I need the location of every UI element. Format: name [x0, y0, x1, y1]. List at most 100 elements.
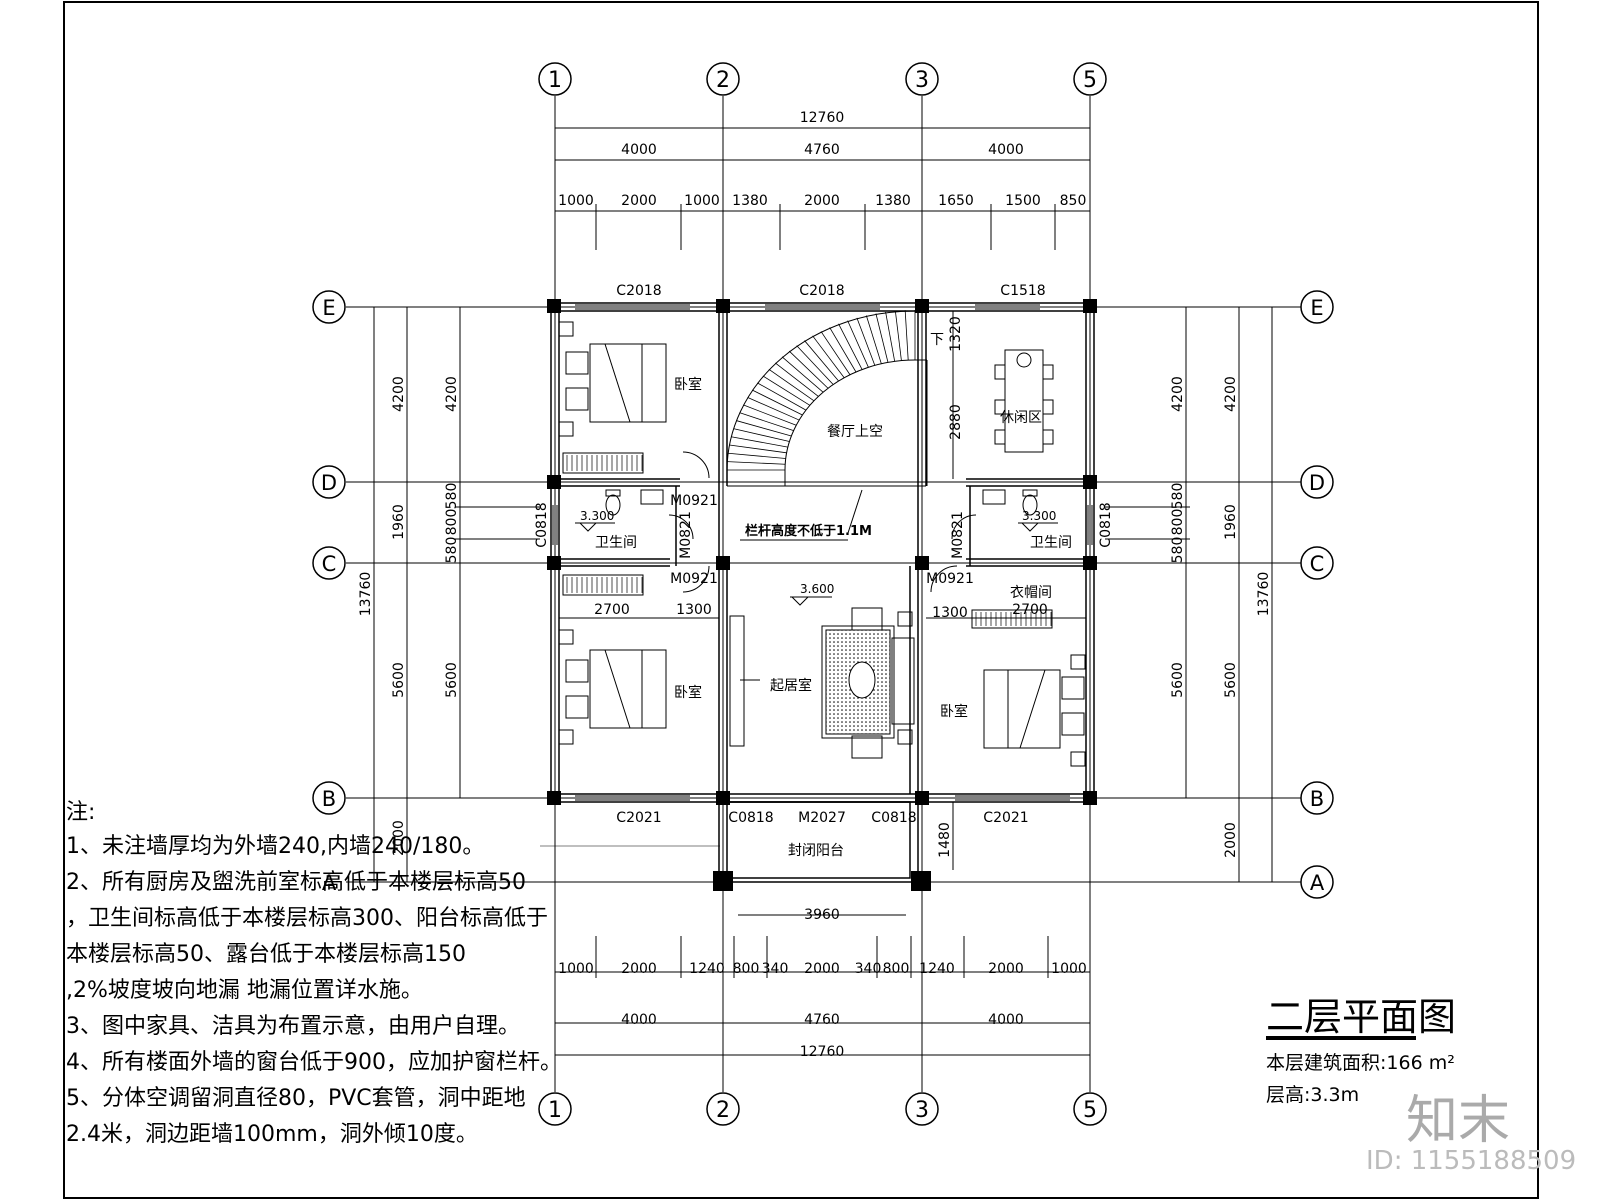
- room-bedroom-sw: 卧室: [674, 684, 702, 701]
- stair-tread: [894, 310, 902, 361]
- sanitary-fixtures: [605, 489, 1038, 516]
- dim-top-d2: 2000: [621, 193, 657, 209]
- grid-label-right-b: B: [1310, 787, 1324, 811]
- dim-top-d5: 2000: [804, 193, 840, 209]
- dim-left-inner-4: 580: [444, 537, 460, 564]
- grid-label-top-3: 3: [915, 68, 929, 93]
- stair-tread: [812, 335, 845, 378]
- dim-top-d4: 1380: [732, 193, 768, 209]
- dim-left-total: 13760: [358, 572, 374, 617]
- leisure-table: [994, 349, 1054, 453]
- dim-left-inner-5: 5600: [444, 662, 460, 698]
- note-line-3: ，卫生间标高低于本楼层标高300、阳台标高低于: [66, 906, 548, 931]
- spiral-stair: [726, 310, 928, 487]
- dimension-text-bottom: 3960 1000 2000 1240 800 340 2000 340 800…: [558, 907, 1087, 1060]
- window-tags: C2018 C2018 C1518 C2021 C0818 M2027 C081…: [534, 283, 1114, 826]
- note-line-5: ,2%坡度坡向地漏 地漏位置详水施。: [66, 978, 423, 1003]
- room-dining-void: 餐厅上空: [827, 424, 883, 440]
- window-tag-c1518: C1518: [1000, 283, 1045, 299]
- stair-tread: [743, 404, 797, 426]
- stair-tread: [838, 323, 863, 370]
- room-wc-left: 卫生间: [595, 535, 637, 551]
- dim-left-outer-3: 5600: [391, 662, 407, 698]
- level-symbols: [575, 522, 1058, 606]
- floor-area: 本层建筑面积:166 m²: [1266, 1052, 1455, 1074]
- drawing-title: 二层平面图: [1266, 995, 1457, 1039]
- dim-bottom-bay-2: 4760: [804, 1012, 840, 1028]
- bed-sw: [558, 629, 667, 745]
- wc-left-level: 3.300: [580, 509, 614, 523]
- dim-bottom-d3: 1240: [689, 961, 725, 977]
- grid-label-left-e: E: [322, 296, 335, 320]
- image-id-watermark: ID: 1155188509: [1366, 1146, 1577, 1176]
- door-tag-m0821-a: M0821: [678, 511, 694, 559]
- dim-stair-2880: 2880: [948, 404, 964, 440]
- wardrobe-hangers: [566, 455, 1052, 626]
- dim-top-d7: 1650: [938, 193, 974, 209]
- note-line-1: 1、未注墙厚均为外墙240,内墙240/180。: [66, 834, 485, 859]
- stair-tread: [796, 345, 834, 385]
- grid-label-top-2: 2: [716, 68, 730, 93]
- stair-tread: [847, 320, 869, 368]
- grid-label-left-b: B: [322, 787, 336, 811]
- grid-bubbles-top: 1 2 3 5: [538, 62, 1107, 96]
- door-swings: [668, 451, 977, 593]
- dim-top-d8: 1500: [1005, 193, 1041, 209]
- grid-bubbles-left: E D C B A: [312, 290, 346, 895]
- room-bedroom-nw: 卧室: [674, 376, 702, 393]
- stair-tread: [736, 420, 792, 437]
- dim-right-outer-3: 5600: [1223, 662, 1239, 698]
- dim-bed-sw-1300: 1300: [676, 602, 712, 618]
- dim-top-bay-1: 4000: [621, 142, 657, 158]
- door-tag-m0921-c: M0921: [926, 571, 974, 587]
- stair-tread: [829, 327, 857, 373]
- stair-tread: [729, 444, 787, 454]
- dim-right-inner-5: 5600: [1170, 662, 1186, 698]
- stair-tread: [768, 368, 815, 402]
- dimension-lines-sides: [373, 307, 1273, 882]
- grid-label-right-e: E: [1310, 296, 1323, 320]
- dimension-text-left: 13760 4200 1960 5600 2000 4200 580 800 5…: [358, 376, 460, 856]
- stair-tread: [781, 356, 824, 393]
- room-wc-right: 卫生间: [1030, 535, 1072, 551]
- stair-tread: [875, 313, 889, 363]
- dim-bottom-d6: 2000: [804, 961, 840, 977]
- window-tag-c2018-a: C2018: [616, 283, 661, 299]
- grid-label-left-c: C: [322, 552, 337, 576]
- stair-tread: [727, 452, 786, 459]
- dim-left-outer-2: 1960: [391, 504, 407, 540]
- stair-tread: [904, 310, 909, 361]
- dim-bottom-d11: 1000: [1051, 961, 1087, 977]
- dim-balcony-1480: 1480: [937, 822, 953, 858]
- stair-tread: [747, 396, 800, 421]
- grid-bubbles-bottom: 1 2 3 5: [538, 1092, 1107, 1126]
- room-labels: 卧室 餐厅上空 休闲区 卫生间 卫生间 3.300 3.300 起居室 3.60…: [580, 376, 1072, 859]
- note-line-7: 4、所有楼面外墙的窗台低于900，应加护窗栏杆。: [66, 1050, 562, 1075]
- stair-tread: [739, 412, 794, 431]
- dim-bed-se-1300: 1300: [932, 605, 968, 621]
- dimension-lines-top: [555, 127, 1090, 250]
- wc-right-level: 3.300: [1022, 509, 1056, 523]
- dim-left-outer-4: 2000: [391, 820, 407, 856]
- dim-right-inner-1: 4200: [1170, 376, 1186, 412]
- dimension-text-right: 13760 4200 1960 5600 2000 4200 580 800 5…: [1170, 376, 1272, 858]
- dim-right-outer-4: 2000: [1223, 822, 1239, 858]
- window-tag-c2021-b: C2021: [983, 810, 1028, 826]
- railing-leader: [847, 489, 863, 534]
- dim-left-outer-1: 4200: [391, 376, 407, 412]
- stair-tread: [762, 375, 811, 406]
- window-tag-c0818-left: C0818: [534, 502, 550, 547]
- dim-bottom-bay-3: 4000: [988, 1012, 1024, 1028]
- drawing-frame: [63, 1, 1539, 1199]
- living-sofa-set: [729, 607, 915, 759]
- dim-top-bay-3: 4000: [988, 142, 1024, 158]
- dim-top-d3: 1000: [684, 193, 720, 209]
- dim-top-total: 12760: [800, 110, 845, 126]
- dim-bottom-bay-1: 4000: [621, 1012, 657, 1028]
- dim-top-bay-2: 4760: [804, 142, 840, 158]
- window-marks: [552, 304, 1093, 801]
- dim-bottom-balcony: 3960: [804, 907, 840, 923]
- dim-stair-1320: 1320: [948, 316, 964, 352]
- note-line-4: 本楼层标高50、露台低于本楼层标高150: [66, 942, 466, 967]
